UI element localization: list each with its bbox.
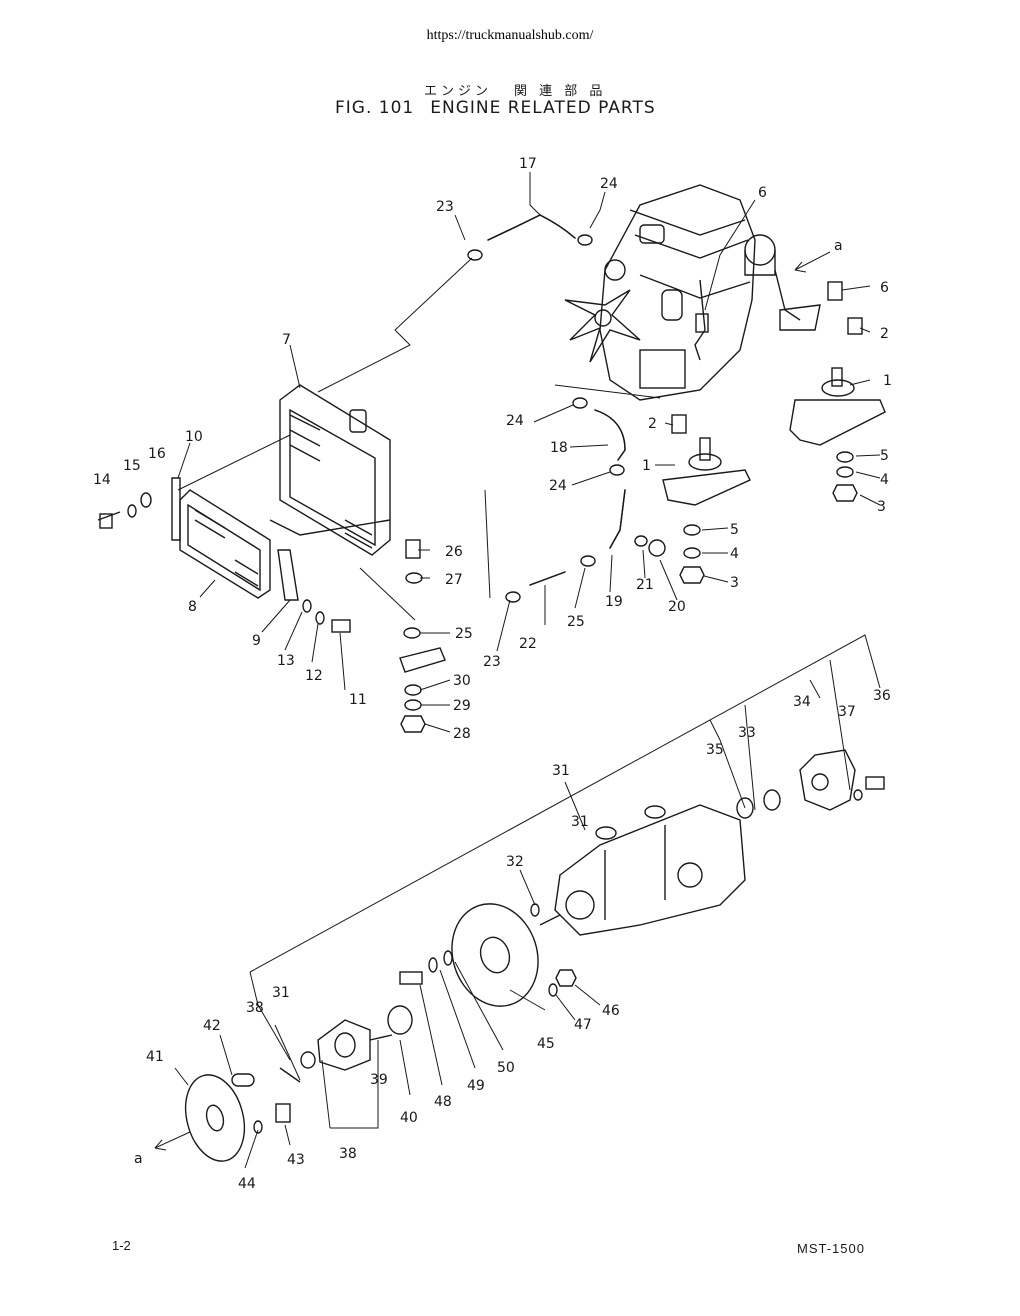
callout-26: 26 bbox=[445, 544, 463, 560]
direction-arrows bbox=[154, 251, 831, 1151]
japanese-title: エンジン 関 連 部 品 bbox=[424, 80, 628, 99]
hoses bbox=[467, 214, 666, 603]
page-number: 1-2 bbox=[112, 1238, 131, 1253]
callout-29: 29 bbox=[453, 698, 471, 714]
callout-24-top: 24 bbox=[600, 176, 618, 192]
leader-lines bbox=[174, 172, 881, 1169]
callout-35: 33 bbox=[738, 725, 756, 741]
figure-caption: ENGINE RELATED PARTS bbox=[430, 98, 656, 118]
fasteners-left bbox=[97, 492, 446, 733]
callout-24-bottom: 25 bbox=[567, 614, 585, 630]
figure-number: FIG. 101 bbox=[335, 98, 415, 118]
direction-marker-top: a bbox=[834, 238, 843, 254]
callout-labels: 17 24 23 6 a 6 2 1 5 4 3 2 1 5 4 3 7 24 … bbox=[93, 156, 892, 1192]
callout-39: 37 bbox=[838, 704, 856, 720]
callout-40: 38 bbox=[339, 1146, 357, 1162]
callout-10: 10 bbox=[185, 429, 203, 445]
callout-7: 7 bbox=[282, 332, 291, 348]
callout-1-left: 1 bbox=[642, 458, 651, 474]
callout-23-low: 23 bbox=[483, 654, 501, 670]
callout-50: 48 bbox=[434, 1094, 452, 1110]
callout-24-mid: 24 bbox=[506, 413, 524, 429]
japanese-title-related-parts: 関 連 部 品 bbox=[514, 84, 607, 99]
callout-32: 32 bbox=[506, 854, 524, 870]
flywheel-coupling bbox=[184, 903, 577, 1162]
callout-6-mount: 6 bbox=[880, 280, 889, 296]
callout-43: 41 bbox=[146, 1049, 164, 1065]
radiator bbox=[269, 384, 391, 556]
callout-2-left: 2 bbox=[648, 416, 657, 432]
callout-30: 30 bbox=[453, 673, 471, 689]
callout-4-left: 4 bbox=[730, 546, 739, 562]
callout-41: 39 bbox=[370, 1072, 388, 1088]
callout-37: 35 bbox=[706, 742, 724, 758]
gear-pump bbox=[736, 749, 885, 819]
callout-8: 8 bbox=[188, 599, 197, 615]
callout-48: 46 bbox=[602, 1003, 620, 1019]
callout-3-left: 3 bbox=[730, 575, 739, 591]
callout-25: 25 bbox=[455, 626, 473, 642]
hydraulic-pump bbox=[539, 804, 746, 936]
callout-9: 9 bbox=[252, 633, 261, 649]
callout-15: 15 bbox=[123, 458, 141, 474]
callout-19: 19 bbox=[605, 594, 623, 610]
callout-44: 42 bbox=[203, 1018, 221, 1034]
callout-12: 12 bbox=[305, 668, 323, 684]
callout-17: 17 bbox=[519, 156, 537, 172]
callout-27: 27 bbox=[445, 572, 463, 588]
callout-21: 21 bbox=[636, 577, 654, 593]
engine-mount-left bbox=[662, 313, 751, 584]
callout-23-top: 23 bbox=[436, 199, 454, 215]
oil-cooler bbox=[171, 477, 299, 601]
direction-marker-bottom: a bbox=[134, 1151, 143, 1167]
callout-20: 20 bbox=[668, 599, 686, 615]
callout-1-right: 1 bbox=[883, 373, 892, 389]
callout-47: 45 bbox=[537, 1036, 555, 1052]
callout-38: 36 bbox=[873, 688, 891, 704]
callout-34: 38 bbox=[246, 1000, 264, 1016]
source-url[interactable]: https://truckmanualshub.com/ bbox=[426, 28, 594, 43]
callout-24-low: 24 bbox=[549, 478, 567, 494]
callout-42: 40 bbox=[400, 1110, 418, 1126]
manual-code: MST-1500 bbox=[797, 1241, 865, 1256]
callout-13: 13 bbox=[277, 653, 295, 669]
callout-16: 16 bbox=[148, 446, 166, 462]
callout-11: 11 bbox=[349, 692, 367, 708]
callout-5-left: 5 bbox=[730, 522, 739, 538]
callout-2-right: 2 bbox=[880, 326, 889, 342]
figure-title: FIG. 101 ENGINE RELATED PARTS bbox=[335, 98, 656, 118]
callout-3-right: 3 bbox=[877, 499, 886, 515]
callout-6-engine: 6 bbox=[758, 185, 767, 201]
callout-51: 49 bbox=[467, 1078, 485, 1094]
callout-31-a: 31 bbox=[552, 763, 570, 779]
callout-5-right: 5 bbox=[880, 448, 889, 464]
engine-assembly bbox=[564, 184, 801, 401]
callout-18: 18 bbox=[550, 440, 568, 456]
engine-mount-right bbox=[779, 281, 886, 502]
callout-31-b: 31 bbox=[571, 814, 589, 830]
callout-52: 50 bbox=[497, 1060, 515, 1076]
callout-45: 43 bbox=[287, 1152, 305, 1168]
callout-46: 44 bbox=[238, 1176, 256, 1192]
japanese-title-engine: エンジン bbox=[424, 84, 493, 99]
callout-28: 28 bbox=[453, 726, 471, 742]
callout-49: 47 bbox=[574, 1017, 592, 1033]
callout-14: 14 bbox=[93, 472, 111, 488]
callout-4-right: 4 bbox=[880, 472, 889, 488]
callout-33: 31 bbox=[272, 985, 290, 1001]
callout-22: 22 bbox=[519, 636, 537, 652]
callout-36: 34 bbox=[793, 694, 811, 710]
